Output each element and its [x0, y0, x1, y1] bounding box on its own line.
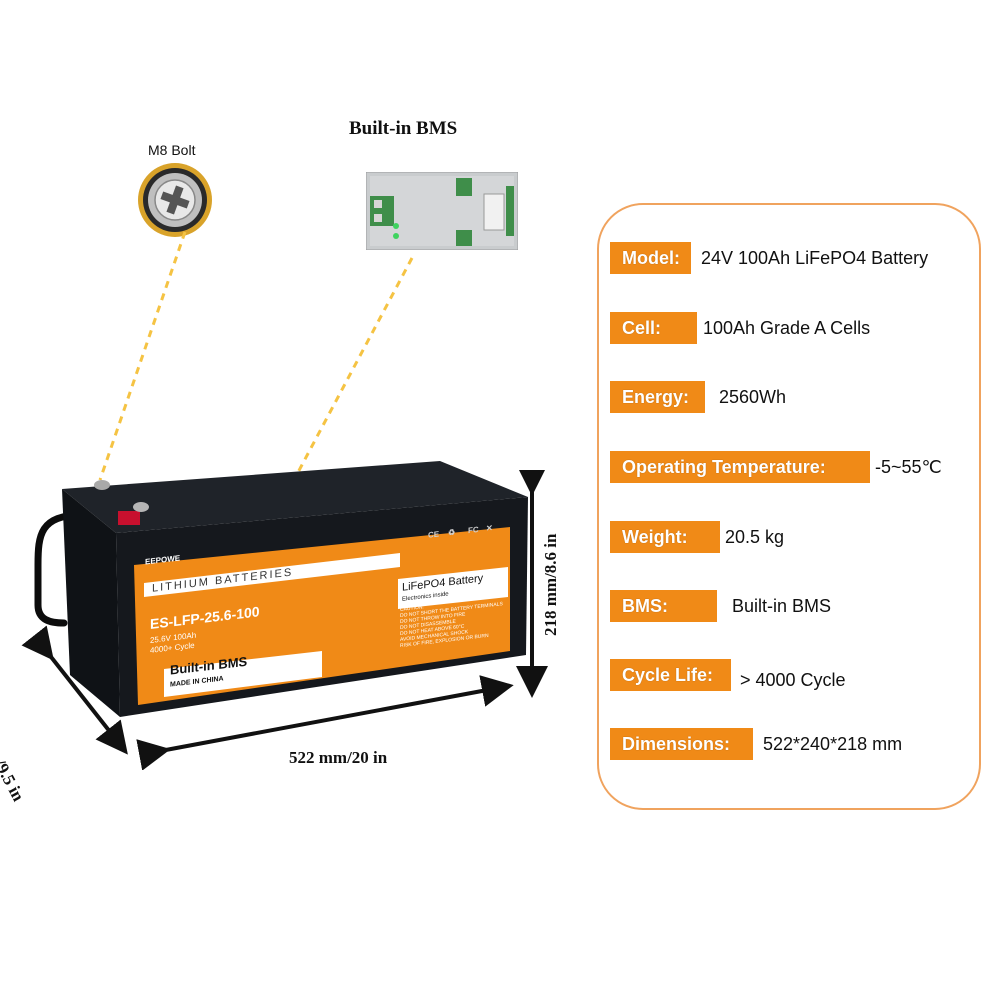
spec-label-model: Model:: [610, 242, 691, 274]
bolt-callout-label: M8 Bolt: [148, 142, 196, 158]
battery-label: [134, 527, 510, 705]
series-stripe: [144, 553, 400, 597]
cert-bin: ✕: [486, 523, 493, 533]
width-arrow: [21, 625, 128, 755]
spec-value-dimensions: 522*240*218 mm: [763, 733, 903, 754]
bms-board-image: [366, 172, 518, 250]
spec-row-dimensions: Dimensions: 522*240*218 mm: [610, 728, 902, 760]
chemistry-sub-text: Electronics inside: [402, 591, 449, 602]
m8-bolt-image: [138, 163, 212, 237]
battery-handle: [34, 511, 86, 627]
spec-label-energy: Energy:: [610, 381, 705, 413]
callout-leaders: [98, 231, 414, 481]
spec-value-temperature: -5~55℃: [875, 456, 942, 477]
negative-terminal: [94, 480, 110, 490]
height-dimension-label: 218 mm/8.6 in: [541, 533, 560, 636]
length-dimension-label: 522 mm/20 in: [289, 748, 388, 767]
spec-row-weight: Weight: 20.5 kg: [610, 521, 784, 553]
battery-lid: [62, 461, 528, 533]
spec-label-weight: Weight:: [610, 521, 720, 553]
bolt-leader-line: [98, 231, 187, 481]
bms-callout-label: Built-in BMS: [349, 118, 458, 139]
dimension-arrows: [21, 470, 548, 770]
spec-value-cycle-life: > 4000 Cycle: [740, 669, 846, 690]
cert-ce: CE: [428, 529, 440, 539]
bms-leader-line: [293, 257, 414, 479]
spec-row-energy: Energy: 2560Wh: [610, 381, 786, 413]
spec-label-dimensions: Dimensions:: [610, 728, 753, 760]
positive-terminal: [133, 502, 149, 512]
chemistry-badge-bg: [398, 567, 508, 609]
spec-row-model: Model: 24V 100Ah LiFePO4 Battery: [610, 242, 928, 274]
spec-value-cell: 100Ah Grade A Cells: [703, 317, 871, 338]
brand-text: EEPOWE: [145, 553, 181, 566]
spec-label-temperature: Operating Temperature:: [610, 451, 870, 483]
spec-value-model: 24V 100Ah LiFePO4 Battery: [701, 247, 929, 268]
spec-row-cell: Cell: 100Ah Grade A Cells: [610, 312, 870, 344]
spec-row-temperature: Operating Temperature: -5~55℃: [610, 451, 942, 483]
spec-panel: [597, 203, 981, 810]
spec-label-cycle-life: Cycle Life:: [610, 659, 731, 691]
spec-value-bms: Built-in BMS: [732, 595, 832, 616]
spec-label-bms: BMS:: [610, 590, 717, 622]
spec-label-cell: Cell:: [610, 312, 697, 344]
length-arrow: [136, 675, 514, 770]
spec-row-bms: BMS: Built-in BMS: [610, 590, 831, 622]
positive-terminal-cover: [118, 511, 140, 525]
cert-recycle: ♻: [448, 528, 455, 538]
spec-row-cycle-life: Cycle Life: > 4000 Cycle: [610, 659, 846, 691]
cert-fc: FC: [468, 525, 479, 535]
caution-title: CAUTION:: [400, 604, 424, 613]
spec-value-weight: 20.5 kg: [725, 526, 785, 547]
spec-value-energy: 2560Wh: [719, 386, 787, 407]
